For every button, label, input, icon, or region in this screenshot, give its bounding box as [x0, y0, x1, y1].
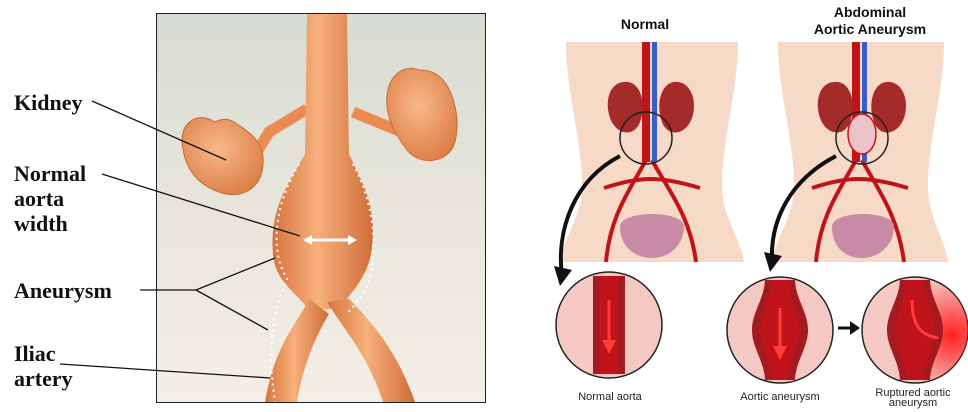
normal-body	[560, 42, 744, 262]
caption-normal-aorta: Normal aorta	[545, 392, 675, 402]
aortic-aneurysm-zoom	[727, 277, 833, 383]
normal-aorta-zoom	[556, 272, 662, 378]
caption-ruptured: Ruptured aortic aneurysm	[858, 388, 968, 408]
ruptured-zoom	[862, 277, 968, 383]
aaa-body	[772, 42, 948, 262]
caption-aortic-aneurysm: Aortic aneurysm	[720, 392, 840, 402]
